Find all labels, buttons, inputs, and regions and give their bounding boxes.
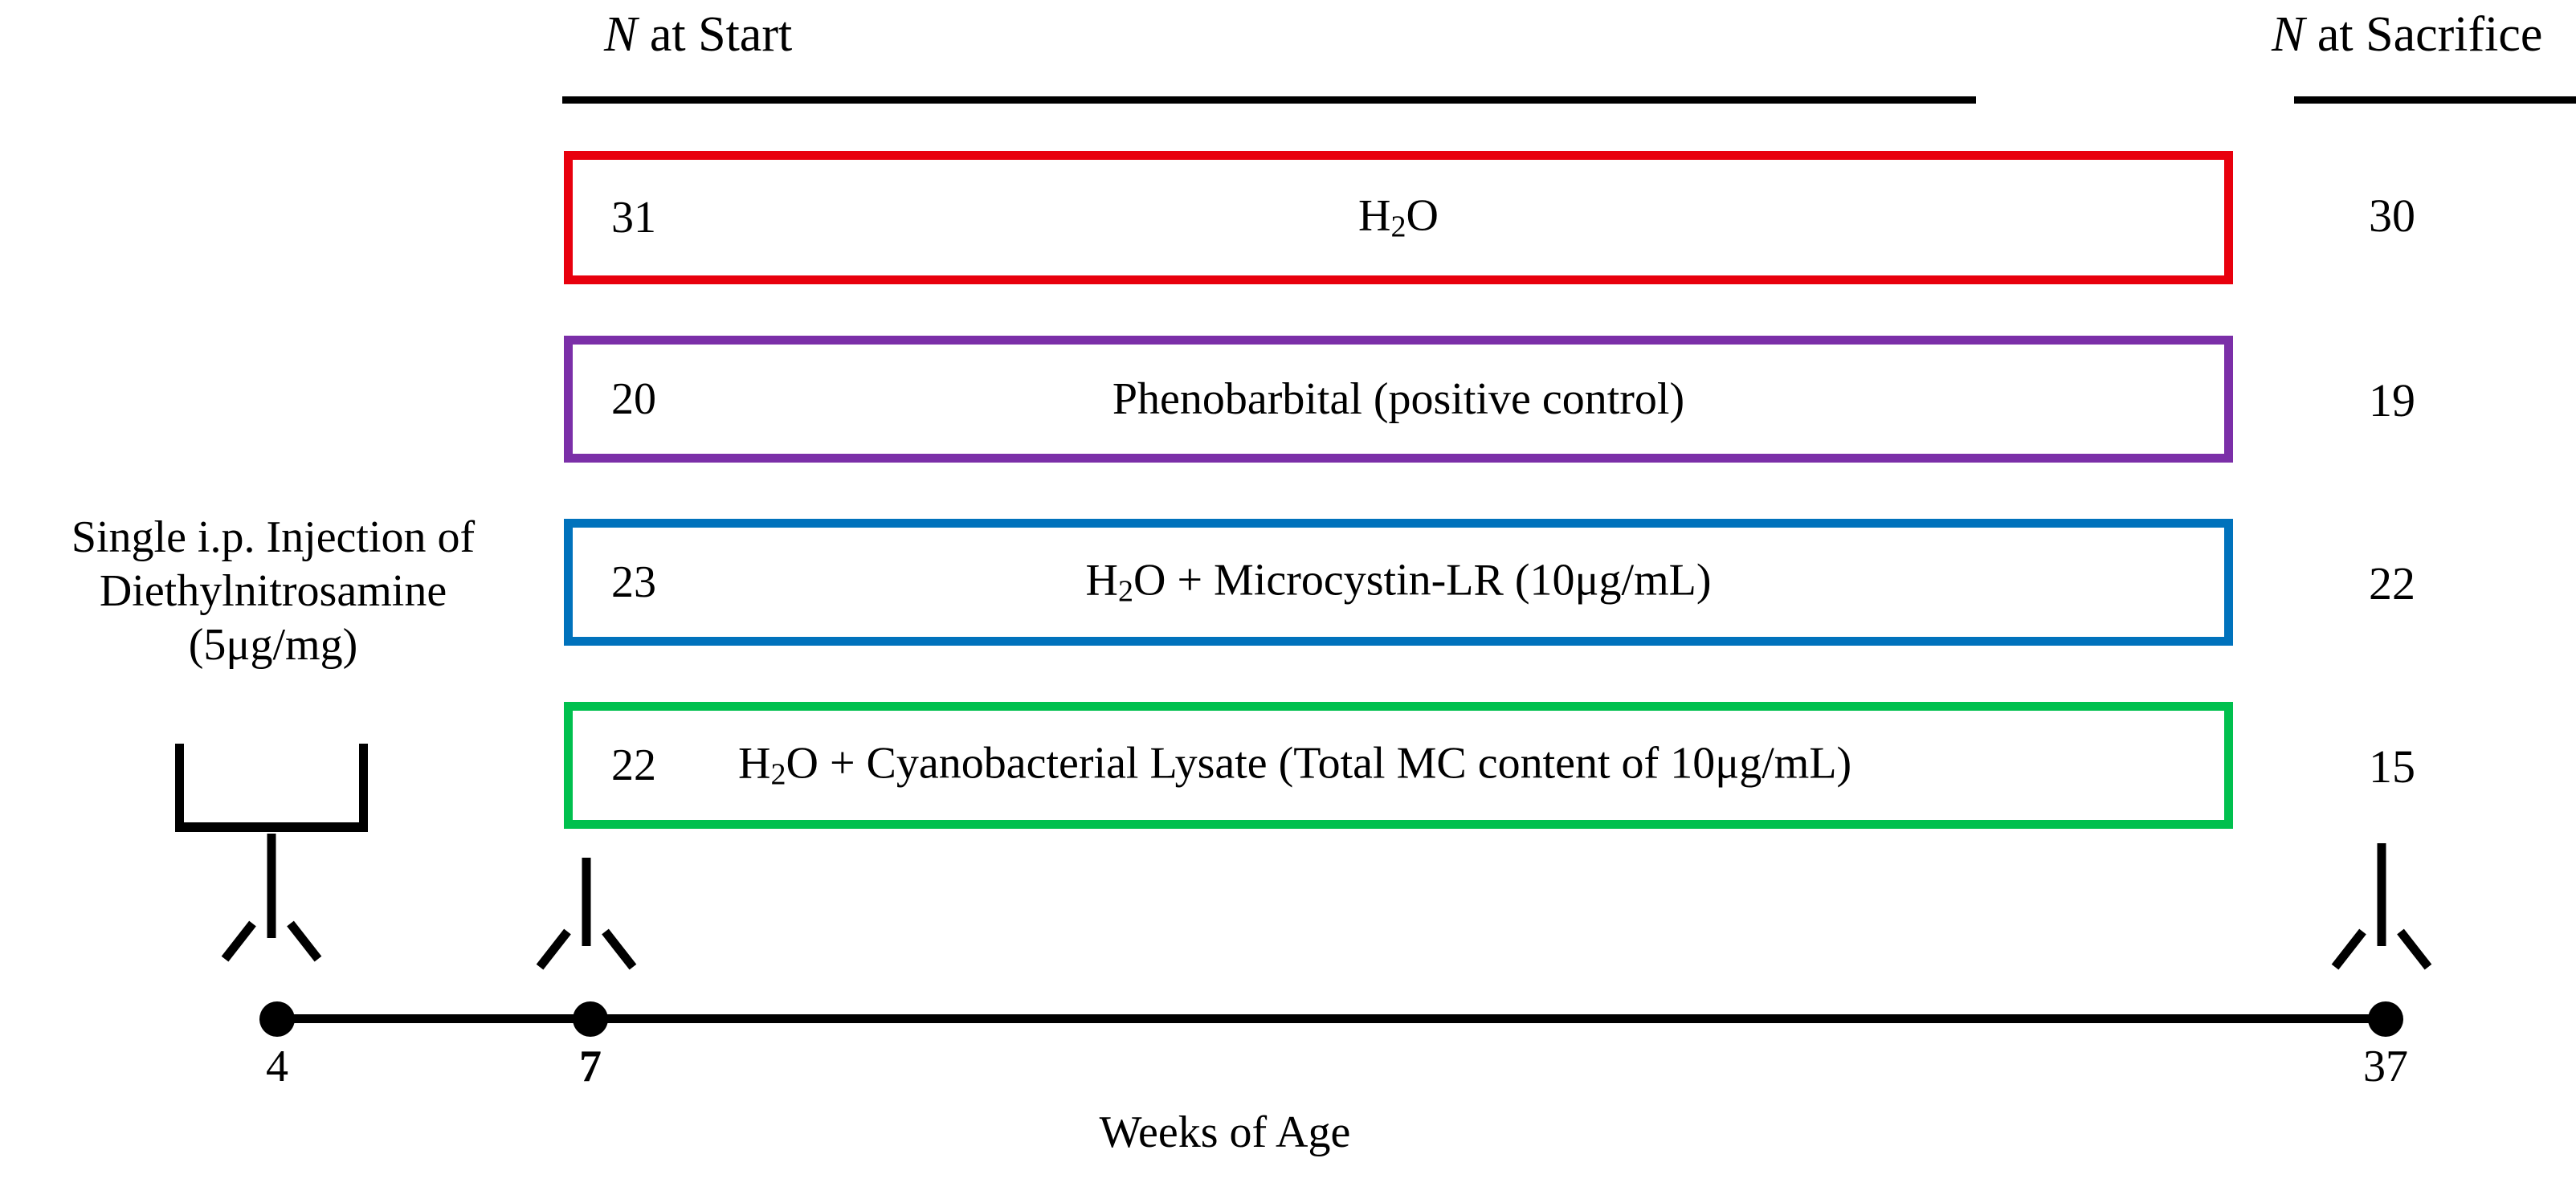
n-at-start-value: 31 (611, 193, 656, 243)
bracket-left-prong (175, 744, 184, 832)
treatment-group-box-phenobarbital: 20 Phenobarbital (positive control) (564, 336, 2233, 463)
header-rule-sacrifice (2294, 96, 2576, 104)
header-n-at-sacrifice: N at Sacrifice (2272, 10, 2542, 59)
timeline-dot-week-7 (573, 1001, 608, 1037)
injection-caption: Single i.p. Injection of Diethylnitrosam… (8, 511, 538, 673)
timeline-axis (277, 1014, 2386, 1023)
header-n-italic: N (604, 7, 638, 62)
n-at-start-value: 23 (611, 557, 656, 607)
treatment-group-box-lysate: 22 H2O + Cyanobacterial Lysate (Total MC… (564, 702, 2233, 829)
injection-caption-line-3: (5μg/mg) (188, 620, 358, 671)
treatment-label: H2O (1358, 190, 1439, 244)
treatment-label: H2O + Cyanobacterial Lysate (Total MC co… (738, 738, 1852, 792)
treatment-label: H2O + Microcystin-LR (10μg/mL) (1085, 555, 1712, 609)
injection-caption-line-2: Diethylnitrosamine (99, 566, 447, 617)
axis-title: Weeks of Age (1099, 1107, 1351, 1157)
arrow-head (2358, 932, 2405, 977)
bracket-right-prong (359, 744, 368, 832)
arrow-shaft (267, 834, 276, 938)
arrow-shaft (582, 858, 591, 946)
n-at-sacrifice-value: 15 (2369, 740, 2415, 793)
n-at-sacrifice-value: 19 (2369, 374, 2415, 426)
n-at-start-value: 20 (611, 374, 656, 424)
timeline-dot-week-4 (259, 1001, 295, 1037)
header-rule-start (562, 96, 1976, 104)
header-n-at-start: N at Start (604, 10, 792, 59)
arrow-shaft (2377, 843, 2386, 946)
header-n-italic-sacrifice: N (2272, 7, 2305, 62)
injection-caption-line-1: Single i.p. Injection of (71, 512, 476, 562)
header-n-at-start-rest: at Start (637, 7, 793, 62)
header-n-at-sacrifice-rest: at Sacrifice (2305, 7, 2543, 62)
treatment-group-box-microcystin: 23 H2O + Microcystin-LR (10μg/mL) (564, 519, 2233, 646)
bracket-crossbar (175, 822, 368, 832)
arrow-head (563, 932, 610, 977)
n-at-sacrifice-value: 30 (2369, 190, 2415, 242)
timeline-tick-label-7: 7 (579, 1042, 602, 1091)
timeline-tick-label-37: 37 (2363, 1042, 2408, 1091)
n-at-start-value: 22 (611, 740, 656, 790)
n-at-sacrifice-value: 22 (2369, 557, 2415, 610)
timeline-dot-week-37 (2368, 1001, 2403, 1037)
treatment-group-box-water: 31 H2O (564, 151, 2233, 284)
treatment-label: Phenobarbital (positive control) (1112, 374, 1685, 424)
arrow-head (248, 924, 295, 969)
injection-bracket (175, 744, 368, 832)
timeline-tick-label-4: 4 (266, 1042, 288, 1091)
